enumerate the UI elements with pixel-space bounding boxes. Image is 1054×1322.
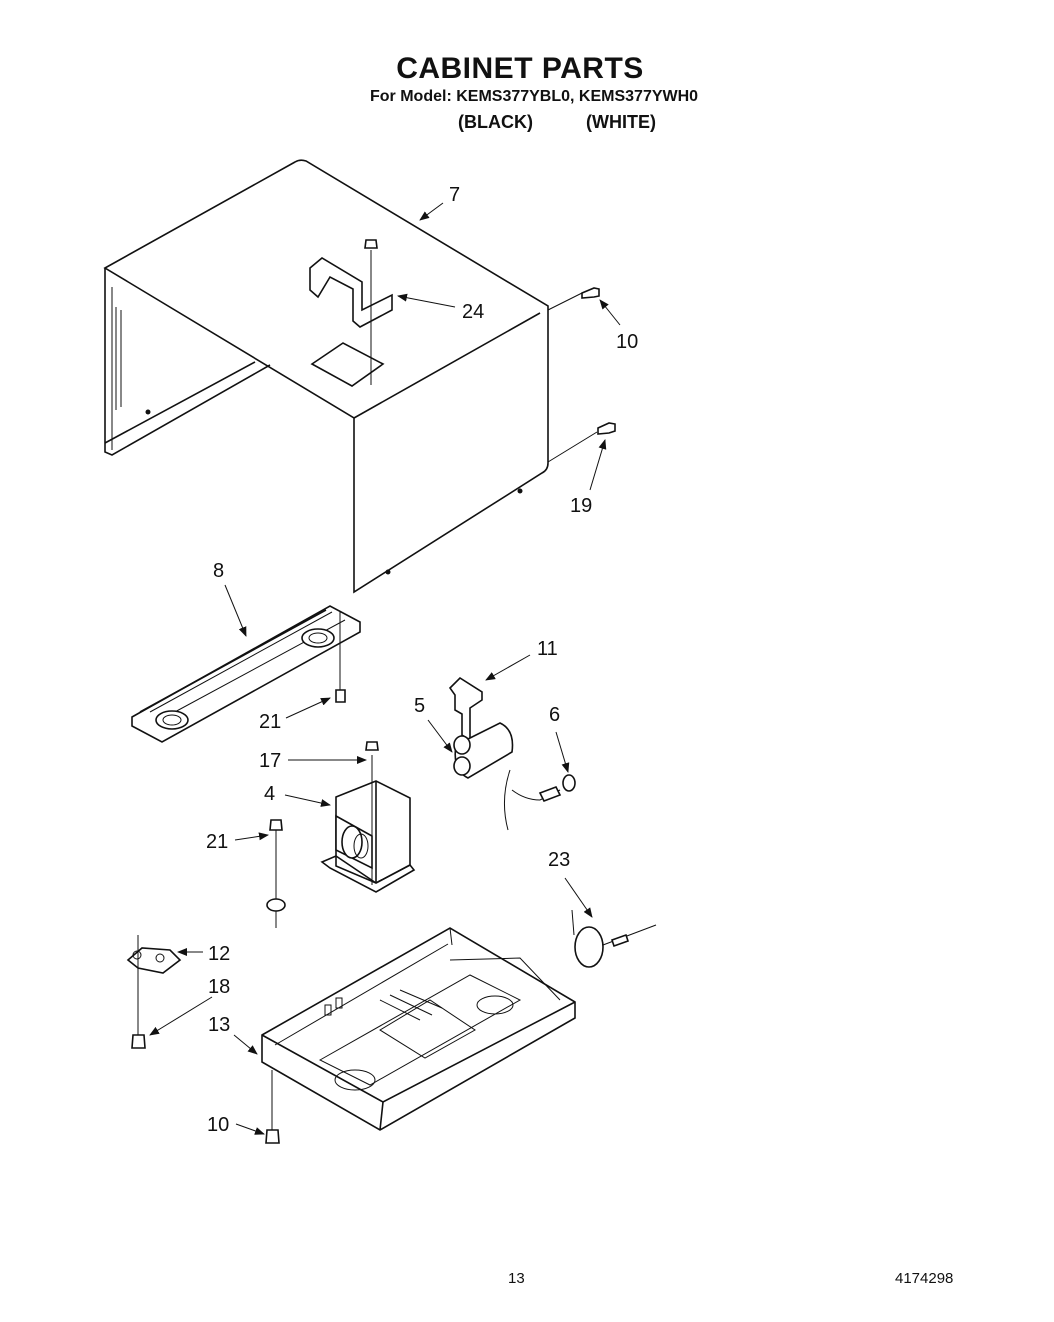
variant-white: (WHITE) [586, 112, 656, 132]
page-title: CABINET PARTS [396, 52, 644, 85]
callout-13: 13 [208, 1014, 230, 1036]
cabinet-wrapper [103, 159, 598, 594]
callout-12: 12 [208, 943, 230, 965]
capacitor [453, 722, 514, 831]
page-number: 13 [508, 1270, 525, 1287]
callout-5: 5 [414, 695, 425, 717]
model-line: For Model: KEMS377YBL0, KEMS377YWH0 [370, 88, 699, 105]
hinge-bracket [126, 935, 182, 1035]
capacitor-bracket [448, 676, 483, 742]
callout-6: 6 [549, 704, 560, 726]
base-plate [261, 927, 576, 1131]
callout-17: 17 [259, 750, 281, 772]
callout-4: 4 [264, 783, 275, 805]
callout-18: 18 [208, 976, 230, 998]
callout-23: 23 [548, 849, 570, 871]
screw-19 [597, 422, 616, 435]
base-rail [131, 605, 361, 743]
top-bracket [309, 239, 393, 385]
callout-21-upper: 21 [259, 711, 281, 733]
variant-black: (BLACK) [458, 112, 533, 132]
document-number: 4174298 [895, 1270, 954, 1287]
callout-8: 8 [213, 560, 224, 582]
thermal-cutout [571, 909, 657, 968]
leader-arrows [149, 202, 621, 1135]
callout-19: 19 [570, 495, 592, 517]
callout-24: 24 [462, 301, 484, 323]
screw-18 [131, 1034, 146, 1049]
callout-11: 11 [537, 638, 558, 660]
callout-21-lower: 21 [206, 831, 228, 853]
transformer [320, 741, 416, 893]
diode-wire [511, 774, 576, 803]
screw-21-lower [266, 819, 286, 928]
screw-10-top [581, 287, 600, 299]
callout-7: 7 [449, 184, 460, 206]
screw-10-lower [265, 1129, 280, 1144]
callout-10-lower: 10 [207, 1114, 229, 1136]
callout-10-top: 10 [616, 331, 638, 353]
